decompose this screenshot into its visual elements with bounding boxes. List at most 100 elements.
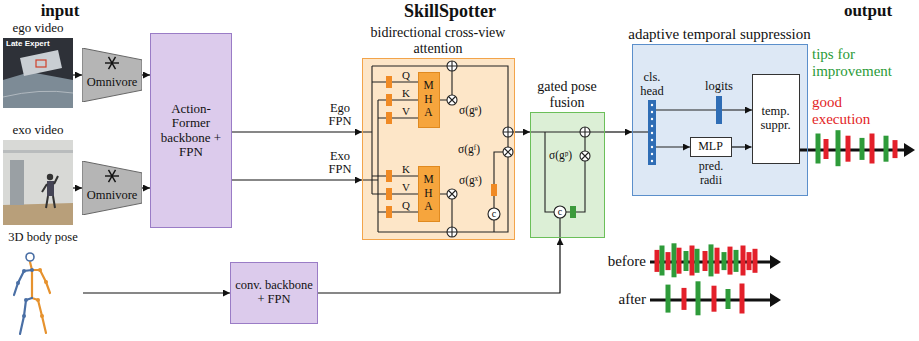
timeline xyxy=(770,255,781,269)
segment-bar xyxy=(846,136,851,162)
ego-video-image xyxy=(3,91,73,97)
body-pose-figure: 3D body pose xyxy=(3,230,83,338)
linear-layer xyxy=(491,184,497,196)
exo-video-image xyxy=(42,176,58,208)
segment-bar xyxy=(655,250,660,272)
body-pose-skeleton xyxy=(36,268,48,318)
timeline xyxy=(904,143,915,157)
operator-symbol xyxy=(580,151,590,161)
linear-layer xyxy=(386,112,392,124)
exo-video-image xyxy=(3,140,73,225)
operator-symbol xyxy=(580,127,590,137)
classifier-bar xyxy=(651,111,653,113)
label-holder: before xyxy=(588,253,646,270)
label-holder: tips for improvement xyxy=(812,46,916,81)
frozen-encoder: Omnivore xyxy=(82,161,142,215)
column-header: input xyxy=(20,1,100,21)
frozen-icon xyxy=(109,170,116,182)
frozen-icon xyxy=(109,170,116,182)
body-pose-skeleton xyxy=(30,262,50,333)
label-holder: σ(gᵉ) xyxy=(459,104,493,117)
connector xyxy=(73,187,82,188)
label-holder: σ(gᵖ) xyxy=(549,149,579,162)
classifier-bar xyxy=(716,96,722,124)
module-heading: adaptive temporal suppression xyxy=(612,26,827,43)
operator-symbol xyxy=(447,189,457,199)
body-pose-skeleton xyxy=(36,298,40,302)
classifier-bar xyxy=(651,104,653,106)
column-header: output xyxy=(820,1,916,21)
fusion-wiring xyxy=(530,132,605,151)
segment-bar xyxy=(734,250,739,272)
encoder-label: Omnivore xyxy=(82,188,142,202)
encoder-label: Omnivore xyxy=(82,75,142,89)
connector xyxy=(515,131,530,132)
operator-symbol xyxy=(447,61,457,71)
ego-video-image xyxy=(3,38,73,108)
body-pose-skeleton xyxy=(40,314,44,318)
encoder-shape xyxy=(82,161,142,215)
backbone-box: conv. backbone + FPN xyxy=(230,262,318,324)
encoder-shape xyxy=(82,48,142,102)
segment-bar xyxy=(696,281,701,315)
exo-video-image xyxy=(47,174,53,180)
fusion-module: gated pose fusion xyxy=(530,112,605,238)
connector xyxy=(605,131,632,132)
segment-bar xyxy=(860,138,865,160)
exo-video-image xyxy=(3,150,73,153)
segment-bar xyxy=(836,130,841,166)
label-holder: σ(gˣ) xyxy=(459,174,491,187)
timeline xyxy=(770,293,781,307)
label-holder: Q xyxy=(398,199,414,211)
suppression-wiring xyxy=(656,109,716,110)
concat-symbol: c xyxy=(488,207,500,220)
segment-bar xyxy=(709,244,714,276)
heading-holder: bidirectional cross-view attention xyxy=(371,25,506,57)
input-letter: K xyxy=(398,163,414,175)
attention-block: MHA xyxy=(418,72,440,128)
segment-bar xyxy=(690,246,695,276)
segment-bar xyxy=(712,286,717,312)
gate-label: σ(gᵖ) xyxy=(549,149,579,162)
label-holder: V xyxy=(398,181,414,193)
label-holder: after xyxy=(588,291,646,308)
video-caption: Late Expert xyxy=(6,40,70,49)
segment-bar xyxy=(722,252,727,270)
segment-bar xyxy=(824,139,829,159)
operator-symbol xyxy=(582,153,589,160)
legend-text: good execution xyxy=(812,94,892,129)
backbone-box: Action-Former backbone + FPN xyxy=(150,33,232,228)
connector xyxy=(232,179,362,180)
input-heading: ego video xyxy=(0,21,80,36)
segment-bar xyxy=(672,243,677,277)
frozen-encoder: Omnivore xyxy=(82,48,142,102)
ego-video-image xyxy=(3,38,73,108)
exo-video-image xyxy=(47,181,54,196)
body-pose-skeleton xyxy=(30,268,34,272)
frozen-icon xyxy=(109,57,116,69)
body-pose-skeleton xyxy=(16,281,20,285)
label-holder: K xyxy=(398,163,414,175)
segment-bar xyxy=(666,252,671,270)
suppression-wiring xyxy=(632,131,648,132)
exo-video-image xyxy=(3,140,73,225)
module-heading: bidirectional cross-view attention xyxy=(371,25,506,57)
layer-label: cls. head xyxy=(633,70,671,99)
layer-label: logits xyxy=(697,79,741,93)
edge-label: Exo FPN xyxy=(321,150,359,178)
block-label: MHA xyxy=(423,79,435,120)
frozen-icon xyxy=(109,57,116,69)
operator-symbol xyxy=(488,208,500,220)
label-holder: pred. radii xyxy=(688,160,734,188)
segment-bar xyxy=(703,251,708,271)
timeline-label: before xyxy=(588,253,646,270)
attention-wiring xyxy=(362,66,386,194)
body-pose-skeleton xyxy=(14,253,50,334)
segment-bar xyxy=(816,134,821,164)
exo-video-image xyxy=(3,203,73,225)
linear-layer xyxy=(386,170,392,182)
block-label: MHA xyxy=(423,173,435,214)
segment-bar xyxy=(715,248,720,274)
input-heading: exo video xyxy=(0,123,80,138)
linear-layer xyxy=(570,206,576,218)
